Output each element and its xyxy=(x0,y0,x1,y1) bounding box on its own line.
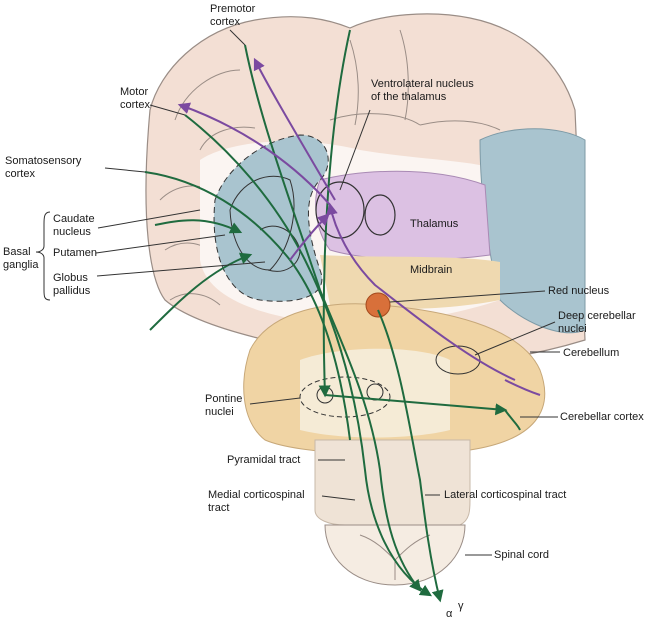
vl-nucleus-shape xyxy=(315,181,365,239)
pathway-motor-descending xyxy=(184,114,433,597)
leader-pontine xyxy=(249,397,301,405)
label-basal-ganglia: Basal ganglia xyxy=(3,246,39,271)
label-premotor-cortex: Premotor cortex xyxy=(210,3,256,28)
leader-premotor xyxy=(229,29,246,46)
pathway-to-caudate xyxy=(154,219,243,234)
label-medial-corticospinal-tract: Medial corticospinal tract xyxy=(208,489,305,514)
midbrain-region xyxy=(320,255,500,310)
label-somatosensory-cortex: Somatosensory cortex xyxy=(5,155,82,180)
leader-medial xyxy=(321,495,356,501)
label-alpha: α xyxy=(446,608,453,620)
leader-vl xyxy=(339,109,371,191)
leader-deep-cerebellar xyxy=(474,321,556,356)
pathway-pons-to-cerebellum xyxy=(324,394,508,416)
green-pathways xyxy=(144,29,521,603)
label-deep-cerebellar-nuclei: Deep cerebellar nuclei xyxy=(558,310,636,335)
leader-red-nucleus xyxy=(389,290,546,303)
thalamic-nucleus-shape xyxy=(364,194,396,236)
label-pontine-nuclei: Pontine nuclei xyxy=(205,393,243,418)
label-red-nucleus: Red nucleus xyxy=(548,285,610,297)
pathway-thalamus-to-premotor xyxy=(253,57,336,201)
label-lateral-corticospinal-tract: Lateral corticospinal tract xyxy=(444,489,567,501)
leader-lines xyxy=(35,29,560,556)
basal-ganglia-brace xyxy=(35,211,51,301)
purple-pathways xyxy=(177,57,541,396)
pathway-lateral-tract xyxy=(377,309,444,603)
spinal-cord-region xyxy=(324,524,466,586)
leader-caudate xyxy=(97,209,201,229)
medulla-region xyxy=(314,439,471,526)
leader-globus-pallidus xyxy=(96,261,266,277)
label-midbrain: Midbrain xyxy=(410,264,453,276)
label-caudate-nucleus: Caudate nucleus xyxy=(53,213,95,238)
label-pyramidal-tract: Pyramidal tract xyxy=(227,454,301,466)
label-ventrolateral-nucleus: Ventrolateral nucleus of the thalamus xyxy=(371,78,474,103)
leader-somatosensory xyxy=(104,167,146,173)
pathway-cortex-to-pons xyxy=(318,29,351,398)
pathway-thalamus-to-motor-cortex xyxy=(177,102,331,206)
red-nucleus-shape xyxy=(365,292,391,318)
gyri-outline xyxy=(159,29,501,306)
label-cerebellar-cortex: Cerebellar cortex xyxy=(560,411,644,423)
label-cerebellum: Cerebellum xyxy=(563,347,620,359)
label-thalamus: Thalamus xyxy=(410,218,459,230)
pathway-cerebellar-input xyxy=(504,379,541,396)
pathway-to-putamen xyxy=(149,252,253,331)
pathway-gp-to-thalamus xyxy=(289,213,330,261)
label-putamen: Putamen xyxy=(53,247,98,259)
label-motor-cortex: Motor cortex xyxy=(120,86,150,111)
label-globus-pallidus: Globus pallidus xyxy=(53,272,91,297)
leader-motor xyxy=(149,104,186,116)
leader-putamen xyxy=(95,234,226,254)
pons-region xyxy=(300,348,450,438)
pathway-cerebellar-cortex xyxy=(504,409,521,431)
label-spinal-cord: Spinal cord xyxy=(494,549,550,561)
pathway-premotor-descending xyxy=(244,44,422,592)
label-gamma: γ xyxy=(458,600,464,612)
pontine-nuclei-outline xyxy=(299,376,391,418)
pathway-deep-nuclei-to-thalamus xyxy=(326,202,516,381)
